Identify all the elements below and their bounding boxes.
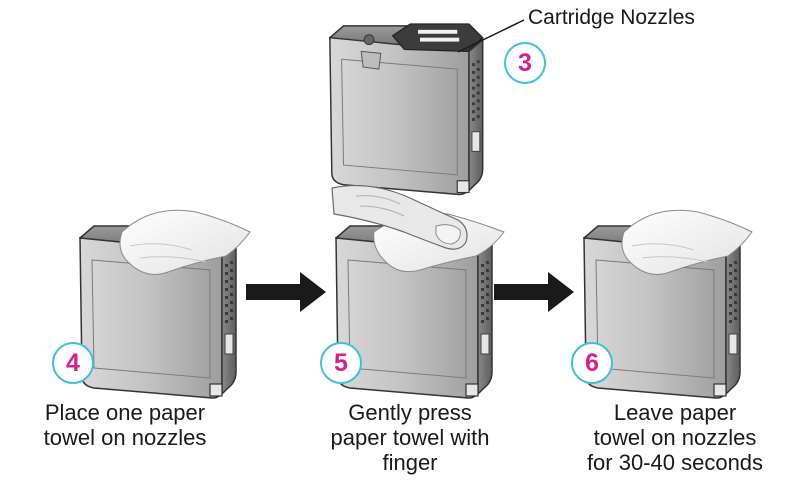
caption-line: towel on nozzles <box>43 425 207 450</box>
caption-line: for 30-40 seconds <box>586 450 764 475</box>
finger-illustration <box>331 184 468 250</box>
cartridge-nozzles-label: Cartridge Nozzles <box>528 6 695 29</box>
caption-step-5: Gently press paper towel with finger <box>290 400 530 475</box>
caption-step-4: Place one paper towel on nozzles <box>10 400 240 450</box>
nozzle-leader-line <box>457 19 525 53</box>
arrow-5-to-6 <box>494 272 574 312</box>
step-number-4: 4 <box>52 342 94 384</box>
paper-towel-step-4 <box>119 209 251 275</box>
cartridge-step-3 <box>329 23 484 196</box>
paper-towel-step-6 <box>621 209 753 275</box>
caption-line: towel on nozzles <box>593 425 757 450</box>
step-number-5: 5 <box>320 342 362 384</box>
step-number-3: 3 <box>504 42 546 84</box>
step-number-6: 6 <box>571 342 613 384</box>
caption-line: Gently press <box>348 400 472 425</box>
caption-step-6: Leave paper towel on nozzles for 30-40 s… <box>560 400 790 475</box>
caption-line: finger <box>382 450 438 475</box>
arrow-4-to-5 <box>246 272 326 312</box>
caption-line: Leave paper <box>613 400 737 425</box>
caption-line: paper towel with <box>330 425 490 450</box>
caption-line: Place one paper <box>44 400 206 425</box>
